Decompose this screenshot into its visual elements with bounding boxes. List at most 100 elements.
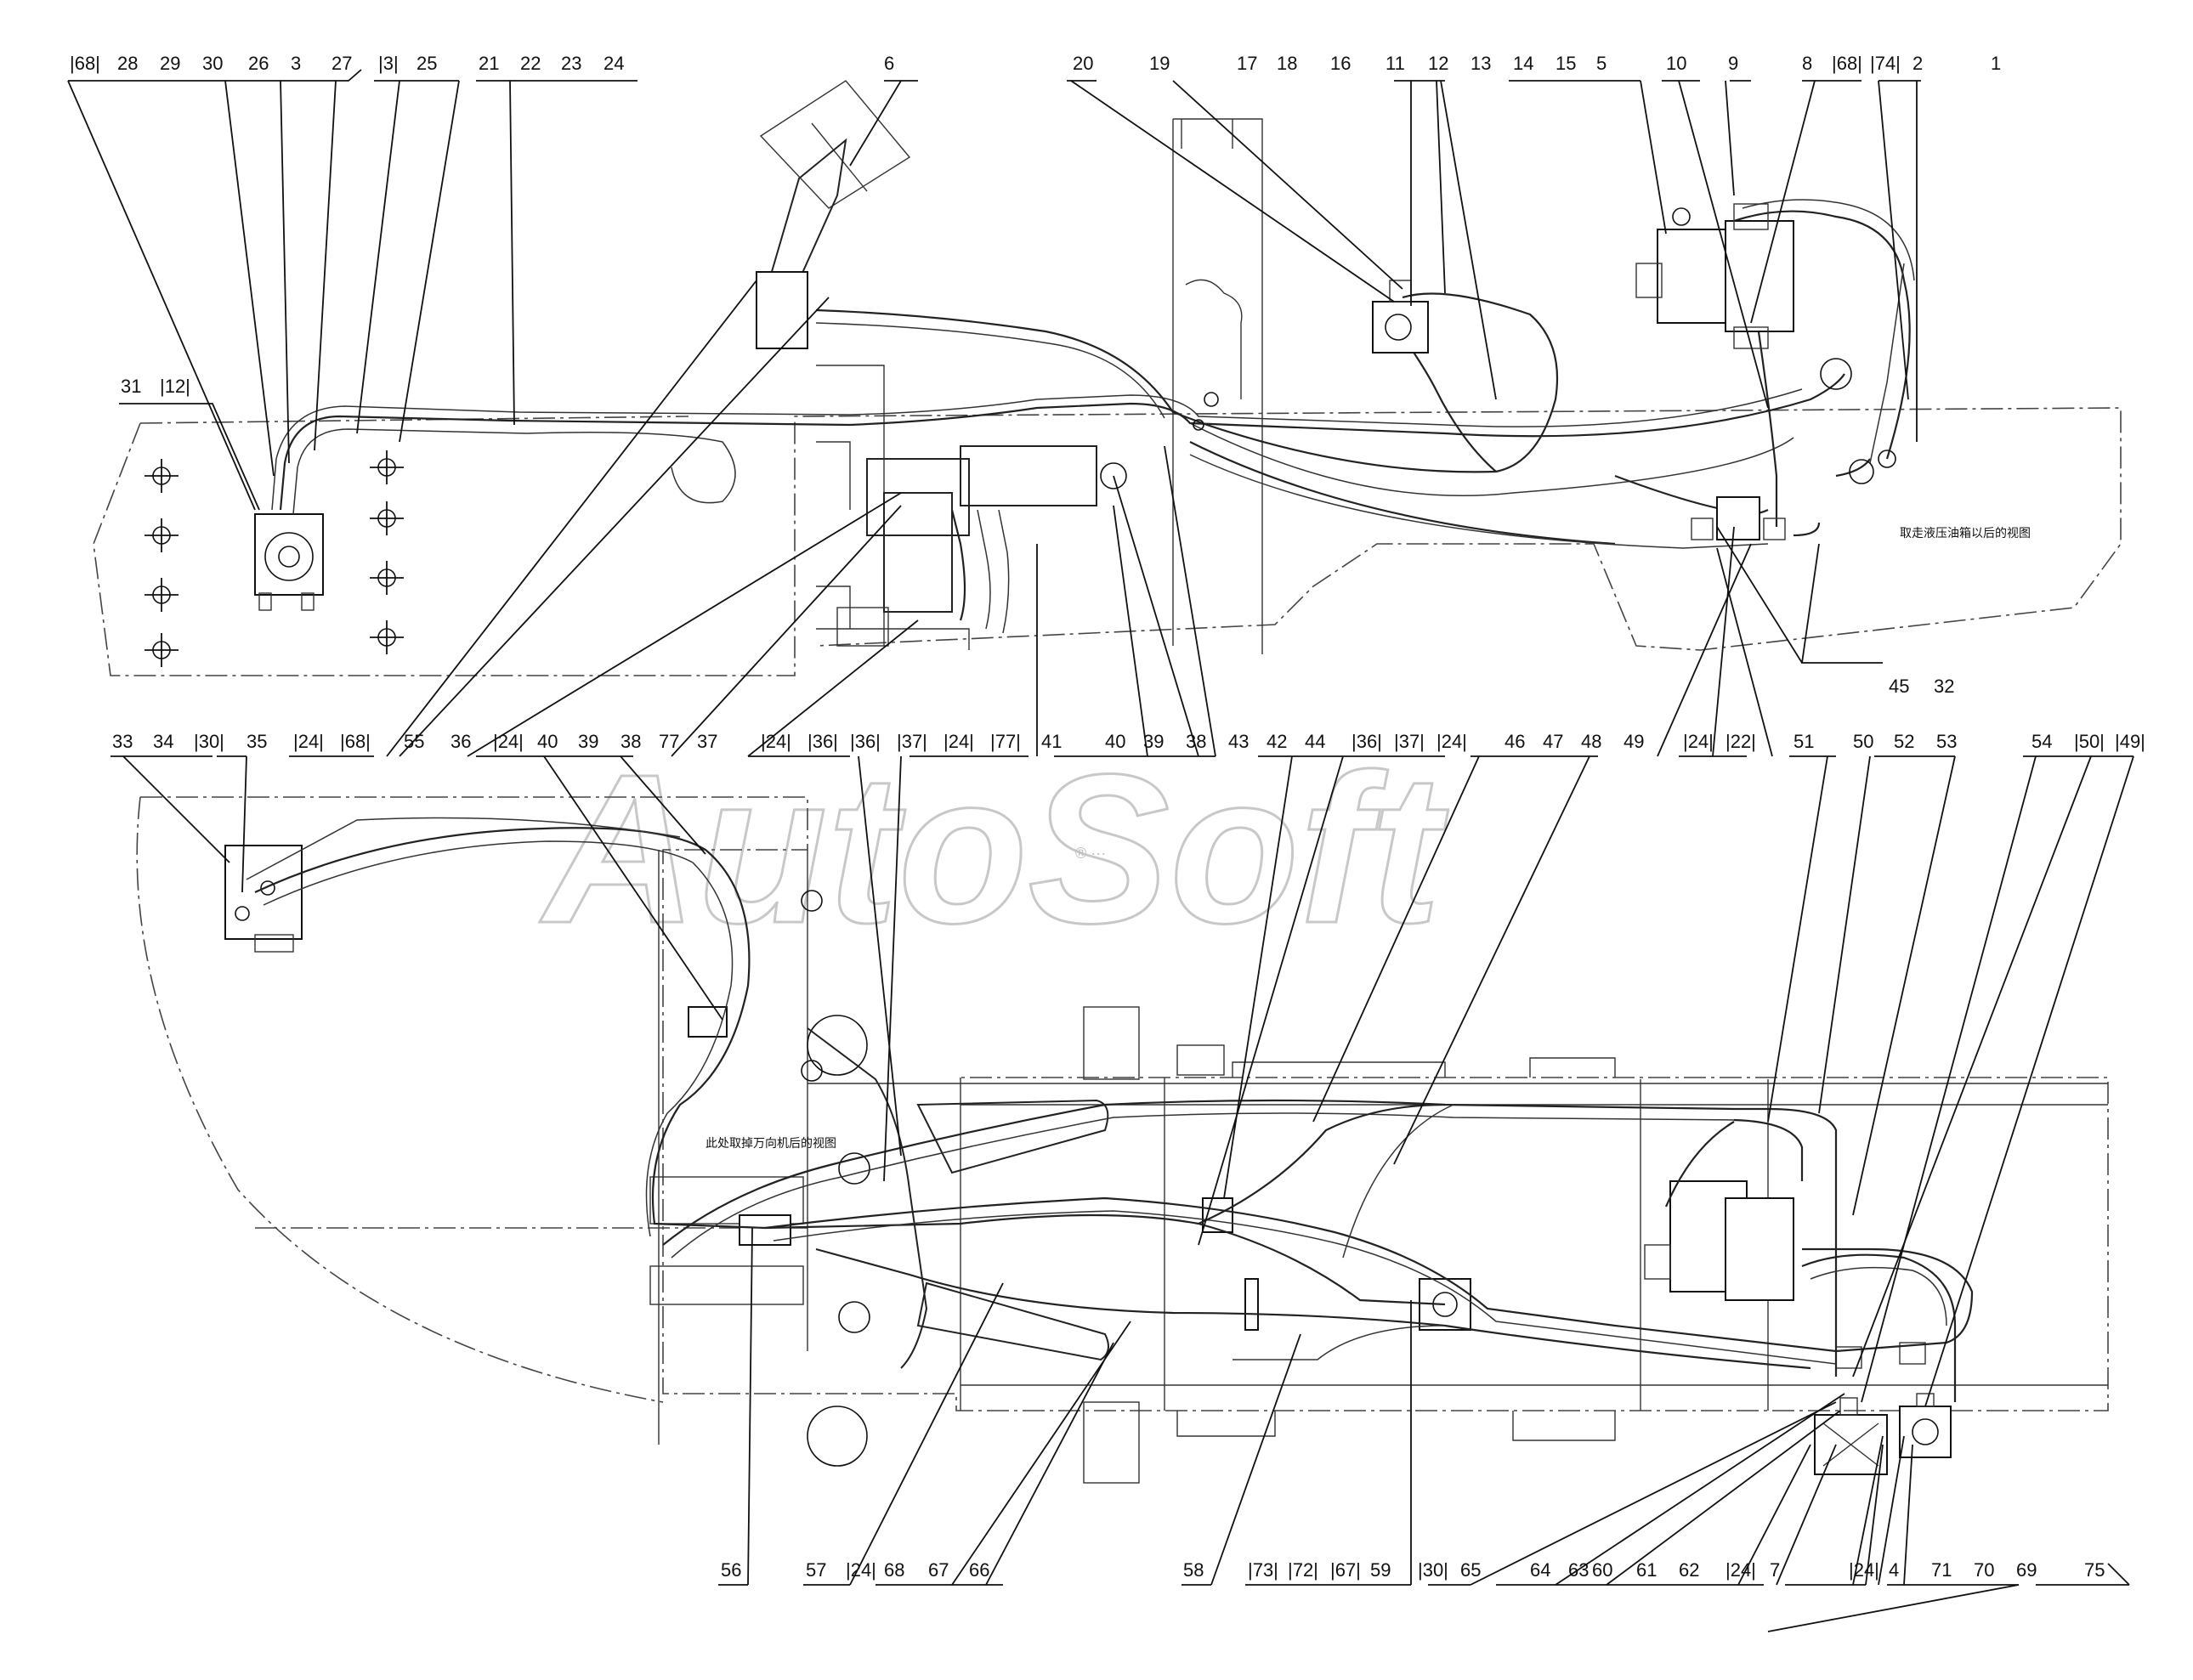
callout: 18 — [1277, 53, 1297, 74]
bottom-view-frame — [136, 796, 2109, 1484]
callout: |24| — [1849, 1559, 1879, 1581]
callout: 8 — [1802, 53, 1812, 74]
callout: |49| — [2115, 731, 2145, 752]
callout: 64 — [1530, 1559, 1550, 1581]
callout: 34 — [153, 731, 173, 752]
callout: 21 — [479, 53, 499, 74]
callout: |36| — [808, 731, 838, 752]
callout: 70 — [1974, 1559, 1994, 1581]
callout: 57 — [806, 1559, 826, 1581]
callout: 38 — [1186, 731, 1206, 752]
callout: 52 — [1894, 731, 1914, 752]
callout: 66 — [969, 1559, 989, 1581]
callout: 28 — [117, 53, 138, 74]
callout: |30| — [1418, 1559, 1448, 1581]
callout: 50 — [1853, 731, 1873, 752]
callout: 54 — [2032, 731, 2052, 752]
callout: 19 — [1149, 53, 1170, 74]
note-bottom-left: 此处取掉万向机后的视图 — [706, 1137, 836, 1151]
callout: 46 — [1504, 731, 1525, 752]
callout: 44 — [1305, 731, 1325, 752]
drawing-notes: 取走液压油箱以后的视图 此处取掉万向机后的视图 — [706, 527, 2031, 1151]
callout: 55 — [404, 731, 424, 752]
callout: |24| — [944, 731, 974, 752]
callout: 17 — [1237, 53, 1257, 74]
callout: |68| — [70, 53, 100, 74]
callout: 36 — [450, 731, 471, 752]
callout: 2 — [1912, 53, 1923, 74]
watermark-sub: ® ··· — [1075, 845, 1106, 862]
callout: 77 — [659, 731, 679, 752]
callout: 26 — [248, 53, 269, 74]
callout: |67| — [1330, 1559, 1361, 1581]
callout: |68| — [1832, 53, 1862, 74]
note-top-right: 取走液压油箱以后的视图 — [1900, 527, 2031, 540]
callout: 39 — [578, 731, 598, 752]
callout: 63 — [1568, 1559, 1589, 1581]
callout: |72| — [1288, 1559, 1318, 1581]
callout: 23 — [561, 53, 581, 74]
leader-lines — [67, 69, 2134, 1632]
callout: 14 — [1513, 53, 1533, 74]
callout: 1 — [1991, 53, 2001, 74]
callout: |37| — [1394, 731, 1425, 752]
callout: |36| — [1352, 731, 1382, 752]
callout: 27 — [332, 53, 352, 74]
callout: 71 — [1931, 1559, 1952, 1581]
watermark: AutoSoft ® ··· — [538, 729, 1450, 969]
callout: 22 — [520, 53, 541, 74]
callout: |24| — [846, 1559, 876, 1581]
callout: 51 — [1794, 731, 1814, 752]
callout: 30 — [202, 53, 223, 74]
callout: |24| — [761, 731, 791, 752]
callout: 9 — [1728, 53, 1738, 74]
callout: 32 — [1934, 676, 1954, 697]
callout: 56 — [721, 1559, 741, 1581]
callout: |30| — [194, 731, 224, 752]
callout: 45 — [1889, 676, 1909, 697]
callout: 41 — [1041, 731, 1062, 752]
top-view-frame — [93, 80, 2122, 676]
callout: |50| — [2074, 731, 2105, 752]
callout: 75 — [2084, 1559, 2105, 1581]
callout: 60 — [1592, 1559, 1612, 1581]
callout: 48 — [1581, 731, 1601, 752]
callout: 29 — [160, 53, 180, 74]
callout: 25 — [416, 53, 437, 74]
callout: 37 — [697, 731, 717, 752]
steering-unit-left — [144, 450, 404, 667]
callout: 3 — [291, 53, 301, 74]
callout: 69 — [2016, 1559, 2037, 1581]
callout: 31 — [121, 376, 141, 397]
callout: |73| — [1248, 1559, 1278, 1581]
callout: 62 — [1679, 1559, 1699, 1581]
callout: 24 — [604, 53, 624, 74]
callout: |24| — [1726, 1559, 1756, 1581]
callout: |24| — [493, 731, 524, 752]
callout: 16 — [1330, 53, 1351, 74]
callout: 33 — [112, 731, 133, 752]
callout: |3| — [378, 53, 399, 74]
callout: 7 — [1770, 1559, 1780, 1581]
callout: 53 — [1936, 731, 1957, 752]
callout: 40 — [537, 731, 558, 752]
callout: 38 — [620, 731, 641, 752]
callouts-top: |68| 28 29 30 26 3 27 |3| 25 21 22 23 24… — [70, 53, 2001, 74]
callout: 10 — [1666, 53, 1686, 74]
callout: |24| — [1436, 731, 1467, 752]
callout: |77| — [990, 731, 1021, 752]
callout: 65 — [1460, 1559, 1481, 1581]
callout: 12 — [1428, 53, 1448, 74]
callout: |24| — [1683, 731, 1714, 752]
hoses-bottom-view — [246, 817, 1974, 1402]
callout: |74| — [1870, 53, 1901, 74]
callout: |37| — [897, 731, 927, 752]
callout: 35 — [246, 731, 267, 752]
pump-assembly-top-right — [1193, 203, 1896, 540]
watermark-brand: AutoSoft — [539, 730, 1448, 967]
callout: 39 — [1143, 731, 1164, 752]
callout: 49 — [1624, 731, 1644, 752]
callouts-bottom: 56 57 |24| 68 67 66 58 |73| |72| |67| 59… — [721, 1559, 2105, 1581]
callout: 40 — [1105, 731, 1125, 752]
callout: 61 — [1636, 1559, 1657, 1581]
